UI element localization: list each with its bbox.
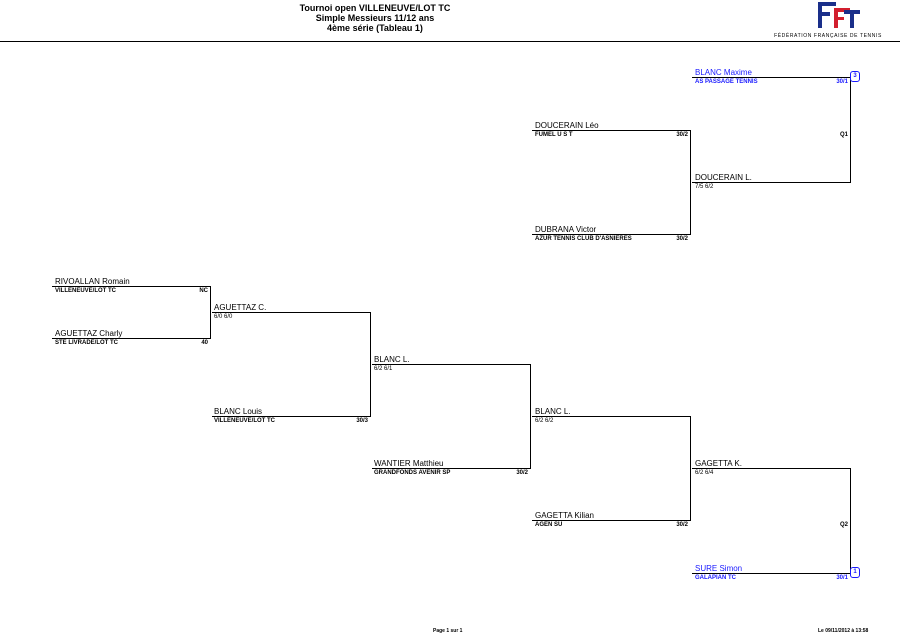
player-rank: 30/2 <box>676 236 688 242</box>
player-rank: 30/2 <box>676 132 688 138</box>
bracket-line <box>370 312 371 417</box>
bracket-line <box>532 234 691 235</box>
bracket-line <box>372 364 531 365</box>
bracket-line <box>532 130 691 131</box>
tournament-title: Tournoi open VILLENEUVE/LOT TC <box>299 3 451 13</box>
draw-title: 4ème série (Tableau 1) <box>327 23 423 33</box>
qualifier-label: Q2 <box>839 522 848 528</box>
player-name: SURE Simon <box>695 564 743 573</box>
player-rank: 30/2 <box>516 470 528 476</box>
qualifier-label: Q1 <box>839 132 848 138</box>
player-rank: 30/1 <box>836 575 848 581</box>
bracket-line <box>210 286 211 339</box>
bracket-line <box>52 286 211 287</box>
bracket-line <box>850 77 851 183</box>
match-score: 6/2 6/1 <box>374 366 393 372</box>
player-club: AS PASSAGE TENNIS <box>695 79 758 85</box>
player-club: GALAPIAN TC <box>695 575 736 581</box>
match-score: 6/2 6/2 <box>535 418 554 424</box>
page-number: Page 1 sur 1 <box>433 628 463 634</box>
header-divider <box>0 41 900 42</box>
player-rank: NC <box>199 288 208 294</box>
match-winner: BLANC L. <box>535 407 571 416</box>
player-club: GRANDFONDS AVENIR SP <box>374 470 451 476</box>
seed-badge: 1 <box>850 567 860 578</box>
header: Tournoi open VILLENEUVE/LOT TC Simple Me… <box>0 0 900 44</box>
match-winner: AGUETTAZ C. <box>214 303 267 312</box>
player-club: AGEN SU <box>535 522 563 528</box>
bracket-line <box>532 416 691 417</box>
bracket-line <box>372 468 531 469</box>
bracket-line <box>692 182 851 183</box>
player-club: STE LIVRADE/LOT TC <box>55 340 118 346</box>
match-winner: GAGETTA K. <box>695 459 742 468</box>
player-name: WANTIER Matthieu <box>374 459 444 468</box>
bracket-line <box>532 520 691 521</box>
player-name: BLANC Maxime <box>695 68 752 77</box>
bracket-line <box>692 468 851 469</box>
bracket-line <box>52 338 211 339</box>
player-rank: 30/3 <box>356 418 368 424</box>
player-name: DOUCERAIN Léo <box>535 121 599 130</box>
fft-logo <box>818 2 860 28</box>
player-name: RIVOALLAN Romain <box>55 277 130 286</box>
player-name: AGUETTAZ Charly <box>55 329 123 338</box>
bracket-line <box>212 312 371 313</box>
player-club: VILLENEUVE/LOT TC <box>214 418 276 424</box>
player-name: BLANC Louis <box>214 407 263 416</box>
player-club: FUMEL U S T <box>535 132 573 138</box>
bracket-line <box>690 416 691 521</box>
match-score: 6/0 6/0 <box>214 314 233 320</box>
player-rank: 30/1 <box>836 79 848 85</box>
event-title: Simple Messieurs 11/12 ans <box>315 13 435 23</box>
player-rank: 40 <box>201 340 208 346</box>
player-rank: 30/2 <box>676 522 688 528</box>
bracket-line <box>692 77 850 78</box>
player-name: DUBRANA Victor <box>535 225 597 234</box>
seed-badge: 3 <box>850 71 860 82</box>
match-winner: DOUCERAIN L. <box>695 173 752 182</box>
match-score: 6/2 6/4 <box>695 470 714 476</box>
bracket-line <box>850 468 851 574</box>
bracket-line <box>690 130 691 235</box>
print-date: Le 09/11/2012 à 13:58 <box>818 628 869 634</box>
player-club: VILLENEUVE/LOT TC <box>55 288 117 294</box>
match-winner: BLANC L. <box>374 355 410 364</box>
bracket-line <box>692 573 850 574</box>
player-club: AZUR TENNIS CLUB D'ASNIERES <box>535 236 632 242</box>
match-score: 7/5 6/2 <box>695 184 714 190</box>
federation-name: FÉDÉRATION FRANÇAISE DE TENNIS <box>774 33 882 39</box>
bracket-line <box>530 364 531 469</box>
bracket-line <box>212 416 371 417</box>
player-name: GAGETTA Kilian <box>535 511 594 520</box>
